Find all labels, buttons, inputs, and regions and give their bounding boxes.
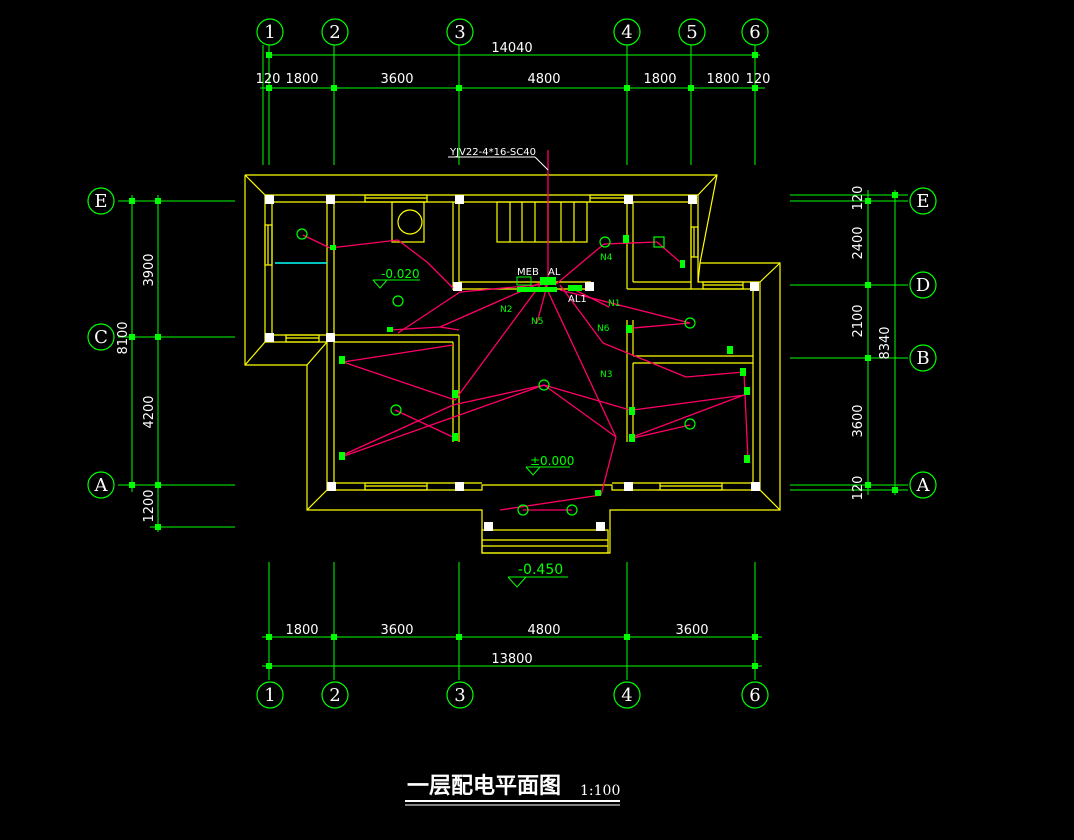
elev-outside: -0.450 [518,562,563,578]
circuit-n4: N4 [600,253,613,263]
drawing-scale: 1:100 [580,783,620,799]
axis-top-6: 6 [749,22,760,43]
light-fixture [684,317,696,329]
cable-leader [448,156,549,171]
dim-right-4: 120 [851,476,866,501]
light-fixture [599,236,611,248]
ceiling-light [538,379,550,391]
dim-top-2: 3600 [380,72,413,87]
axis-right-e: E [916,191,929,212]
dim-bottom-total: 13800 [491,652,532,667]
dim-right-0: 120 [851,186,866,211]
circuit-n6: N6 [597,324,610,334]
meb-box [516,276,532,286]
dim-top-6: 120 [746,72,771,87]
dim-left-0: 3900 [142,253,157,286]
al-box [540,277,556,285]
light-fixture [392,295,404,307]
axis-bottom-6: 6 [749,685,760,706]
columns [265,195,760,531]
light-fixture [296,228,308,240]
outlets [330,235,750,496]
axis-right-a: A [916,475,931,496]
dim-top-5: 1800 [706,72,739,87]
axis-left-a: A [94,475,109,496]
meb-label: MEB [517,267,539,278]
axis-top-1: 1 [264,22,275,43]
elev-room: -0.020 [381,267,420,281]
dim-bottom-3: 3600 [675,623,708,638]
dim-left-total: 8100 [116,321,131,354]
axis-bottom-1: 1 [264,685,275,706]
fixtures [296,228,696,516]
dim-ticks [129,52,898,669]
axis-left-e: E [94,191,107,212]
dim-left-1: 4200 [142,395,157,428]
al1-label: AL1 [568,294,587,305]
dim-top-0: 120 [256,72,281,87]
dim-right-2: 2100 [851,304,866,337]
light-fixture [517,504,529,516]
al-label: AL [548,267,561,278]
walls [244,174,781,554]
dimension-texts: 14040 120 1800 3600 4800 1800 1800 120 1… [116,41,893,667]
axis-labels: 1 2 3 4 5 6 1 2 3 4 6 E C A E D B A [94,22,931,706]
dim-top-4: 1800 [643,72,676,87]
dim-top-3: 4800 [527,72,560,87]
dim-right-total: 8340 [878,326,893,359]
light-fixture [566,504,578,516]
drawing-title: 一层配电平面图 [407,774,561,799]
exhaust-fan [653,236,665,248]
axis-left-c: C [94,327,108,348]
circuit-n2: N2 [500,305,512,315]
circuit-n1: N1 [608,299,620,309]
al1-box [568,285,582,291]
dim-top-total: 14040 [491,41,532,56]
dim-top-1: 1800 [285,72,318,87]
circuit-n5: N5 [531,317,543,327]
ceiling-light [390,404,402,416]
elevation-marks [372,279,570,588]
axis-bubbles [87,18,937,709]
axis-top-2: 2 [329,22,340,43]
grid-lines [118,45,908,680]
dim-bottom-0: 1800 [285,623,318,638]
dim-right-1: 2400 [851,226,866,259]
axis-top-4: 4 [621,22,632,43]
axis-bottom-4: 4 [621,685,632,706]
cable-label: YJV22-4*16-SC40 [449,147,536,158]
axis-right-b: B [916,348,929,369]
axis-bottom-3: 3 [454,685,465,706]
dim-left-2: 1200 [142,489,157,522]
circuit-n3: N3 [600,370,612,380]
dim-bottom-2: 4800 [527,623,560,638]
ceiling-light [684,418,696,430]
dim-right-3: 3600 [851,404,866,437]
wiring [302,150,749,511]
panel-boards [516,276,582,292]
axis-top-3: 3 [454,22,465,43]
axis-right-d: D [916,275,930,296]
elev-main: ±0.000 [530,454,574,468]
axis-bottom-2: 2 [329,685,340,706]
dim-bottom-1: 3600 [380,623,413,638]
axis-top-5: 5 [686,22,697,43]
